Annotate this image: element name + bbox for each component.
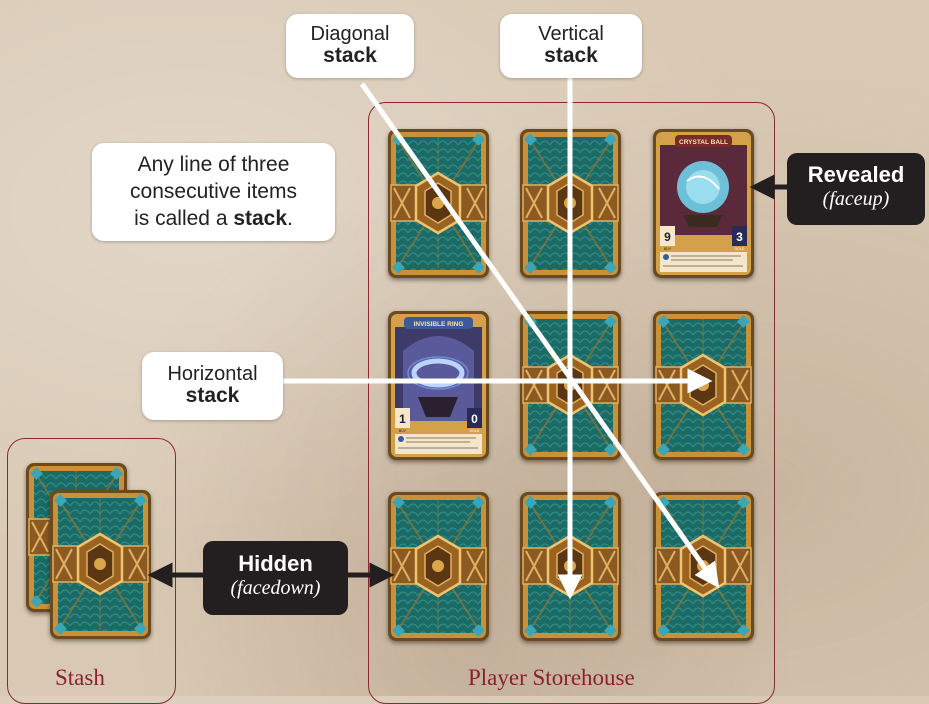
diagonal-line2: stack <box>323 44 377 67</box>
storehouse-card-r2c2[interactable] <box>520 311 621 460</box>
crystal-ball-card[interactable]: CRYSTAL BALL 9 BUY 3 GOLD <box>653 129 754 278</box>
stash-label: Stash <box>55 665 105 690</box>
storehouse-card-r1c1[interactable] <box>388 129 489 278</box>
invisible-ring-cost-label: BUY <box>399 429 407 433</box>
definition-bold: stack <box>233 207 288 230</box>
revealed-subtitle: (faceup) <box>822 188 890 210</box>
invisible-ring-cost: 1 <box>399 412 406 426</box>
invisible-ring-card[interactable]: INVISIBLE RING 1 BUY 0 GOLD <box>388 311 489 460</box>
storehouse-card-r3c1[interactable] <box>388 492 489 641</box>
crystal-ball-value: 3 <box>736 230 743 244</box>
vertical-line2: stack <box>544 44 598 67</box>
crystal-ball-value-label: GOLD <box>735 247 745 251</box>
hidden-subtitle: (facedown) <box>230 577 321 599</box>
revealed-title: Revealed <box>807 162 905 187</box>
vertical-stack-callout: Vertical stack <box>500 14 642 78</box>
crystal-ball-title: CRYSTAL BALL <box>679 139 728 146</box>
horizontal-line1: Horizontal <box>167 363 258 385</box>
storehouse-card-r2c3[interactable] <box>653 311 754 460</box>
stack-definition-callout: Any line of three consecutive items is c… <box>92 143 335 241</box>
definition-line2: consecutive items <box>130 180 297 203</box>
definition-suffix: . <box>287 207 293 230</box>
vertical-line1: Vertical <box>538 23 604 45</box>
storehouse-label: Player Storehouse <box>468 665 635 690</box>
storehouse-card-r3c3[interactable] <box>653 492 754 641</box>
invisible-ring-title: INVISIBLE RING <box>414 321 464 328</box>
stash-card-front[interactable] <box>50 490 151 639</box>
storehouse-card-r1c2[interactable] <box>520 129 621 278</box>
definition-prefix: is called a <box>134 207 234 230</box>
horizontal-stack-callout: Horizontal stack <box>142 352 283 420</box>
diagonal-stack-callout: Diagonal stack <box>286 14 414 78</box>
invisible-ring-value: 0 <box>471 412 478 426</box>
crystal-ball-cost-label: BUY <box>664 247 672 251</box>
storehouse-card-r3c2[interactable] <box>520 492 621 641</box>
invisible-ring-value-label: GOLD <box>470 429 480 433</box>
hidden-title: Hidden <box>238 551 313 576</box>
diagonal-line1: Diagonal <box>310 23 390 45</box>
crystal-ball-cost: 9 <box>664 230 671 244</box>
definition-line1: Any line of three <box>137 153 290 176</box>
hidden-label: Hidden (facedown) <box>203 541 348 615</box>
revealed-label: Revealed (faceup) <box>787 153 925 225</box>
definition-line3: is called a stack. <box>92 205 335 232</box>
horizontal-line2: stack <box>185 384 240 407</box>
